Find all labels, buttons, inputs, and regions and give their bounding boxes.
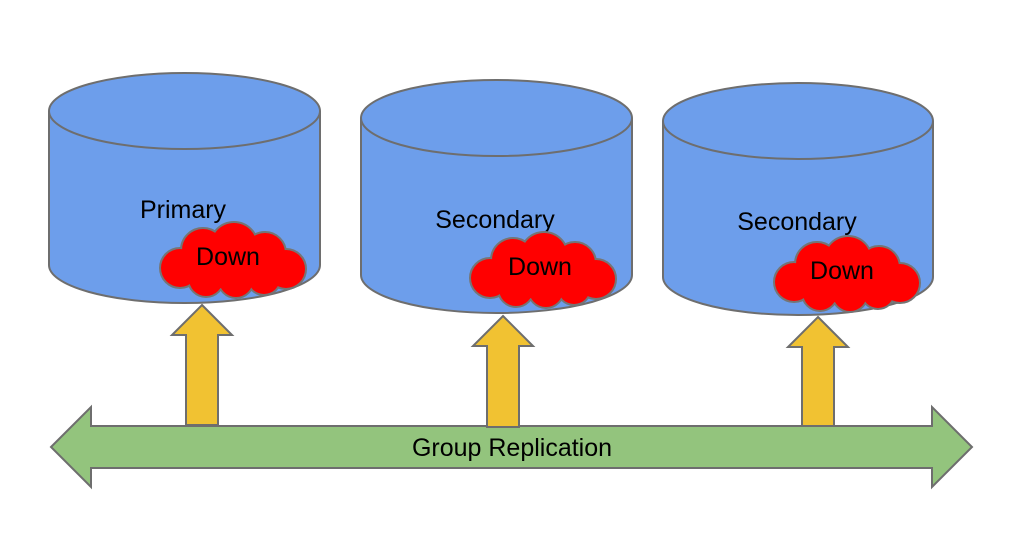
database-secondary-2: Secondary Down bbox=[662, 82, 934, 316]
db-status-label: Down bbox=[196, 243, 260, 271]
diagram-root: Primary Down Secondary Down bbox=[48, 72, 974, 490]
up-arrow-secondary-2 bbox=[785, 315, 851, 427]
database-secondary-1: Secondary Down bbox=[360, 79, 633, 314]
db-role-label: Secondary bbox=[737, 208, 857, 236]
up-arrow-secondary-1 bbox=[470, 314, 536, 428]
db-status-label: Down bbox=[508, 253, 572, 281]
replication-up-arrows bbox=[169, 303, 851, 428]
db-status-label: Down bbox=[810, 257, 874, 285]
cylinder-top bbox=[360, 79, 633, 157]
cylinder-top bbox=[662, 82, 934, 160]
db-role-label: Primary bbox=[140, 196, 227, 224]
up-arrow-primary bbox=[169, 303, 235, 426]
database-primary: Primary Down bbox=[48, 72, 321, 304]
cylinder-top bbox=[48, 72, 321, 150]
double-arrow-shape bbox=[49, 404, 974, 490]
db-role-label: Secondary bbox=[435, 206, 555, 234]
bus-label: Group Replication bbox=[412, 434, 612, 462]
group-replication-bus bbox=[49, 404, 974, 490]
